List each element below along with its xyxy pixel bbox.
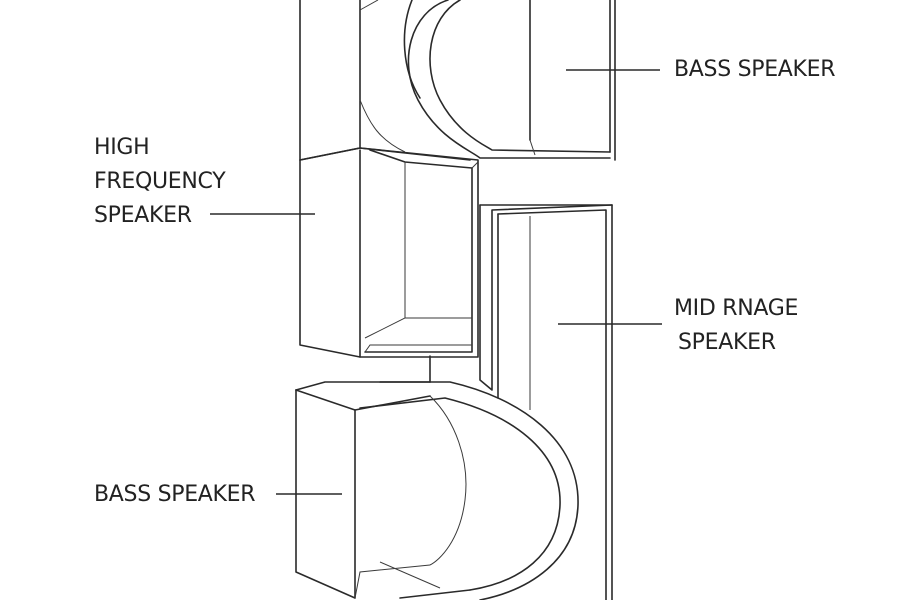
label-line-1: HIGH bbox=[94, 135, 150, 160]
label-line-2: SPEAKER bbox=[678, 330, 776, 355]
mid-range-speaker-module bbox=[479, 204, 613, 600]
label-text: BASS SPEAKER bbox=[94, 482, 256, 507]
label-line-1: MID RNAGE bbox=[674, 296, 799, 321]
label-line-3: SPEAKER bbox=[94, 203, 192, 228]
label-line-2: FREQUENCY bbox=[94, 169, 226, 194]
label-bass-speaker-top: BASS SPEAKER bbox=[674, 53, 836, 87]
label-bass-speaker-bottom: BASS SPEAKER bbox=[94, 478, 256, 512]
label-high-frequency-speaker: HIGH FREQUENCY SPEAKER bbox=[94, 131, 226, 233]
bottom-bass-speaker-module bbox=[295, 355, 579, 600]
top-bass-speaker-module bbox=[299, 0, 616, 161]
high-frequency-speaker-module bbox=[299, 147, 479, 358]
label-text: BASS SPEAKER bbox=[674, 57, 836, 82]
label-mid-range-speaker: MID RNAGE SPEAKER bbox=[674, 292, 798, 360]
